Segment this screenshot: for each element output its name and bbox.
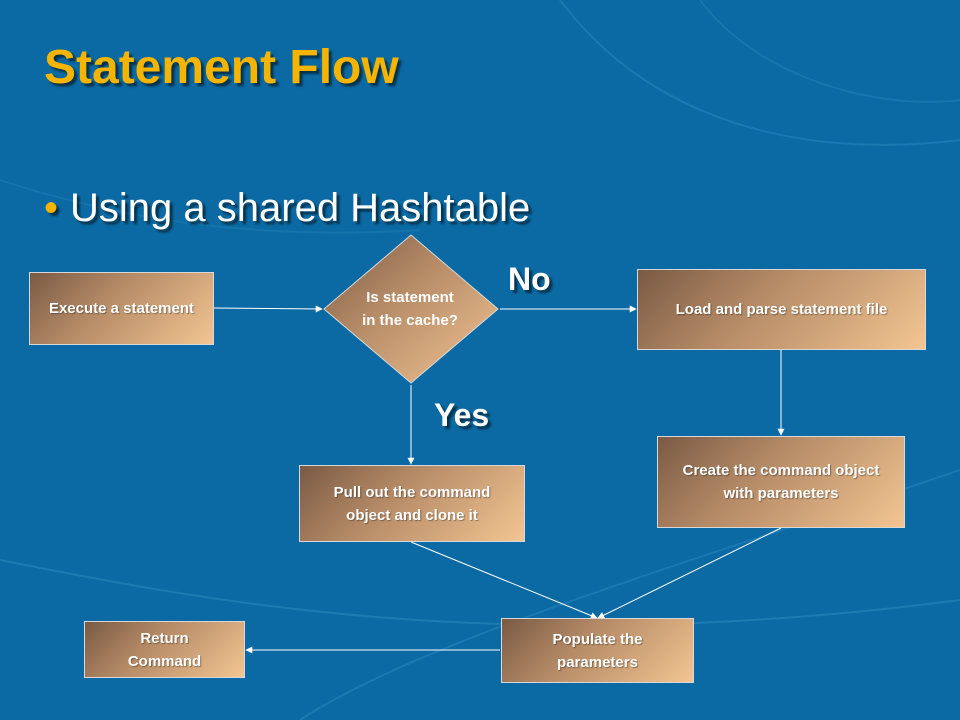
load-parse-label: Load and parse statement file [675,301,888,318]
pull-command-box: Pull out the command object and clone it [299,465,525,542]
yes-label: Yes [434,397,490,433]
create-command-label: Create the command object with parameter… [682,462,880,502]
arrow-execute-to-decision [213,305,323,313]
no-label: No [508,261,551,297]
execute-statement-label: Execute a statement [48,300,195,317]
bullet-text: Using a shared Hashtable [70,186,531,230]
return-command-label: Return Command [127,629,202,670]
populate-parameters-label: Populate the parameters [552,630,643,671]
bullet-item: •Using a shared Hashtable [44,186,530,231]
return-command-box: Return Command [84,621,245,678]
load-parse-box: Load and parse statement file [637,269,926,350]
arrow-create-to-populate [597,527,782,619]
populate-parameters-box: Populate the parameters [501,618,694,683]
pull-command-label: Pull out the command object and clone it [333,483,491,524]
decision-diamond [323,234,499,384]
execute-statement-box: Execute a statement [29,272,214,345]
create-command-box: Create the command object with parameter… [657,436,905,528]
bullet-dot: • [44,186,59,230]
arrow-pull-to-populate [410,541,598,619]
slide-title: Statement Flow [44,41,399,94]
decision-label: Is statement in the cache? [362,289,458,329]
